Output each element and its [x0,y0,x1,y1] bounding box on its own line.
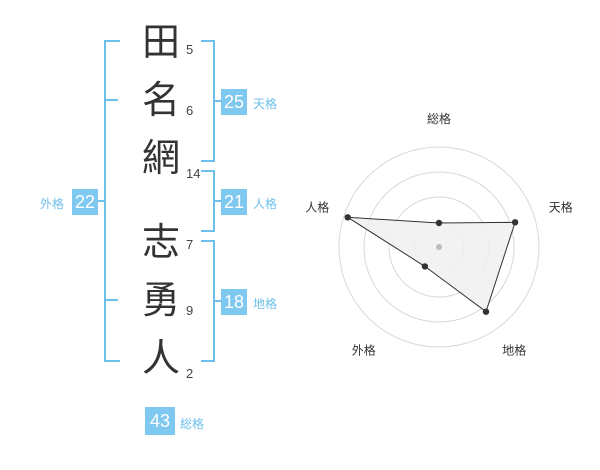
jinkaku-value-box: 21 [221,189,247,215]
name-char-2: 名 [141,78,180,122]
stroke-count-3: 14 [186,166,201,181]
radar-point-2 [511,219,519,226]
radar-point-4 [421,263,429,270]
tenkaku-bracket-connector [213,100,221,102]
jinkaku-label: 人格 [253,197,278,211]
gaikaku-bracket-tick [104,99,118,101]
name-char-1: 田 [141,20,180,64]
radar-grid-ring [338,146,540,348]
chikaku-label: 地格 [253,297,278,311]
tenkaku-value-box: 25 [221,89,247,115]
gaikaku-bracket-tick [104,299,118,301]
radar-axis-label-3: 地格 [502,343,526,358]
gaikaku-label: 外格 [40,197,65,211]
name-char-5: 勇 [141,278,180,322]
chikaku-value-box: 18 [221,289,247,315]
soukaku-value-box: 43 [145,407,175,435]
radar-point-1 [435,219,443,227]
chikaku-bracket-connector [213,300,221,302]
radar-point-5 [344,214,351,221]
radar-center-dot [436,244,442,250]
radar-point-3 [482,308,490,315]
radar-axis-label-4: 外格 [352,343,376,358]
gaikaku-value-box: 22 [72,189,98,215]
stroke-count-5: 9 [186,303,194,318]
radar-series-area [347,216,516,313]
soukaku-label: 総格 [180,417,205,431]
name-char-4: 志 [141,220,180,264]
stroke-count-2: 6 [186,103,194,118]
jinkaku-bracket-connector [213,200,221,202]
radar-axis-label-2: 天格 [549,199,573,214]
radar-axis-label-5: 人格 [305,199,329,214]
radar-grid-ring [363,171,515,323]
stroke-count-6: 2 [186,366,194,381]
tenkaku-label: 天格 [253,97,278,111]
name-char-3: 網 [141,136,180,180]
name-char-6: 人 [141,336,180,380]
stroke-count-4: 7 [186,237,194,252]
radar-axis-label-1: 総格 [427,111,451,126]
gaikaku-bracket-connector [98,200,106,202]
stroke-count-1: 5 [186,42,194,57]
